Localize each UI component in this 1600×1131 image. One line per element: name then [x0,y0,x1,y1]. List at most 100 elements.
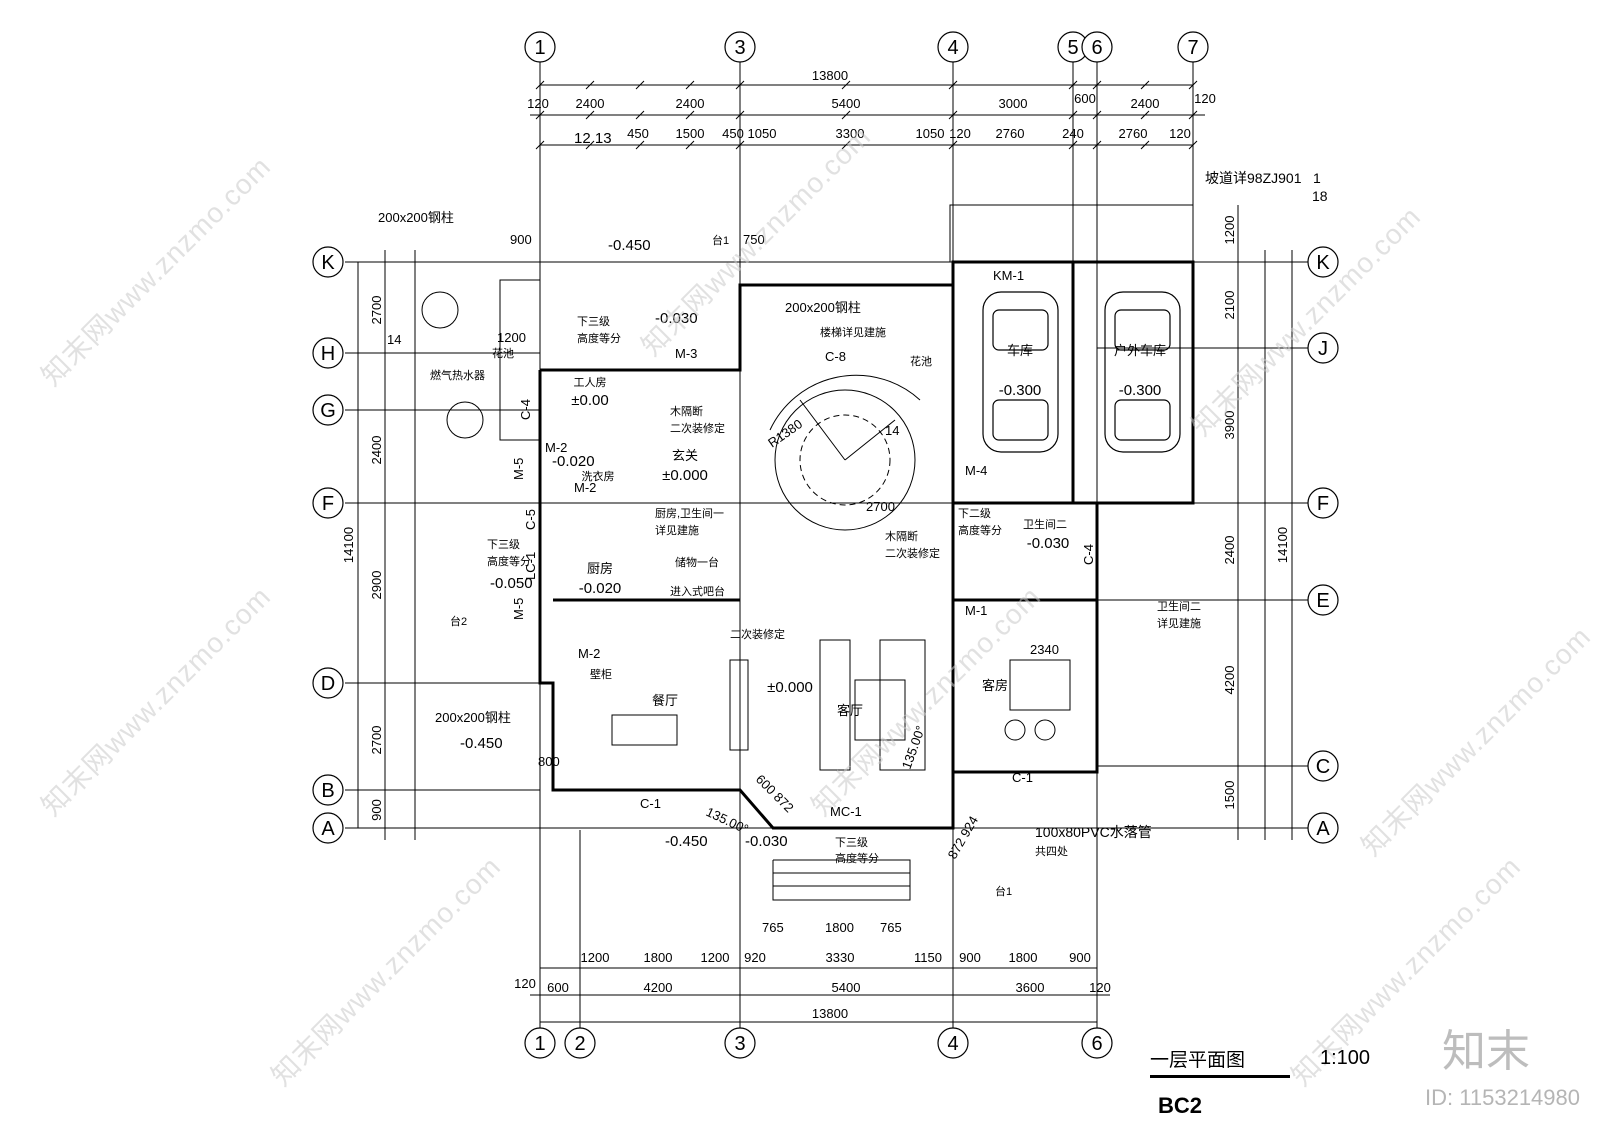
dim-tick [635,80,645,90]
axis-left-A-label: A [321,818,335,840]
dim-tick [635,110,645,120]
dim-right-6: 1500 [1222,781,1237,810]
axis-top-4-label: 4 [947,37,958,59]
dim-top2-7: 120 [949,126,971,141]
watermark-id: ID: 1153214980 [1425,1085,1580,1110]
dim-top-4: 5400 [832,96,861,111]
label-two-steps-b: 高度等分 [958,523,1002,537]
room-foyer-level: ±0.000 [662,467,708,484]
axis-bottom-6-label: 6 [1091,1033,1102,1055]
dim-bot-8: 1800 [1009,950,1038,965]
label-pipe2: 共四处 [1035,845,1068,858]
door-m1: M-1 [965,603,987,618]
axis-right-C-circle [1307,750,1339,782]
drawing-scale: 1:100 [1320,1047,1371,1069]
dim-tick [1140,80,1150,90]
dim-top-8: 120 [1194,91,1216,106]
room-outdoor-level: -0.300 [1119,382,1162,399]
level-neg030-2: -0.030 [745,833,788,850]
label-planter-2: 花池 [910,355,932,368]
axis-left-F-label: F [322,493,334,515]
window-c1a: C-1 [640,796,661,811]
dim-bot2-2: 600 [547,980,569,995]
room-kitchen: 厨房 [587,561,613,576]
door-m5a: M-5 [511,458,526,480]
label-bar: 进入式吧台 [670,584,725,598]
room-guest: 客房 [982,678,1008,693]
dim-tick [1140,110,1150,120]
door-m2a: M-2 [545,440,567,455]
misc-1213: 12 13 [574,130,612,147]
level-neg450-1: -0.450 [608,237,651,254]
dim-tick [685,110,695,120]
label-three-steps-2b: 高度等分 [487,554,531,568]
dim-tick [948,140,958,150]
dim-tick [1188,110,1198,120]
room-foyer: 玄关 [672,448,698,463]
dim-right-1: 1200 [1222,216,1237,245]
dim-tick [585,80,595,90]
window-c4b: C-4 [1081,544,1096,565]
label-two-steps: 下二级 [958,507,991,520]
dim-left-2: 2400 [369,436,384,465]
drawing-title: 一层平面图 [1150,1049,1246,1071]
misc-2340: 2340 [1030,642,1059,657]
label-three-steps-3: 下三级 [835,836,868,849]
dim-top2-3: 450 [722,126,744,141]
dim-bot-total: 13800 [812,1006,848,1021]
sheet-code: BC2 [1158,1093,1203,1118]
room-kitchen-level: -0.020 [579,580,622,597]
label-planter-1: 花池 [492,347,514,360]
axis-left-H-circle [312,337,344,369]
misc-1800: 1800 [825,920,854,935]
axis-right-F-circle [1307,487,1339,519]
axis-left-K-label: K [321,252,335,274]
misc-2700: 2700 [866,499,895,514]
label-cabinet: 壁柜 [590,667,612,681]
label-three-steps-3b: 高度等分 [835,851,879,865]
label-wood-partition-2: 木隔断 [885,529,918,543]
door-m4: M-4 [965,463,987,478]
dim-tick [1092,80,1102,90]
room-living-level: ±0.000 [767,679,813,696]
axis-top-6-label: 6 [1091,37,1102,59]
dim-tick [948,110,958,120]
dim-top2-5: 3300 [836,126,865,141]
axis-top-1-circle [524,31,556,63]
dim-bot-3: 1200 [701,950,730,965]
axis-left-A-circle [312,812,344,844]
misc-1200: 1200 [497,330,526,345]
dim-right-5: 4200 [1222,666,1237,695]
misc-900: 900 [510,232,532,247]
dim-tick [1092,110,1102,120]
dim-bot2-1: 120 [514,976,536,991]
axis-right-J-label: J [1318,338,1328,360]
axis-left-K-circle [312,246,344,278]
axis-top-1-label: 1 [534,37,545,59]
dim-bot-6: 1150 [914,950,942,965]
level-neg030-1: -0.030 [655,310,698,327]
dim-tick [735,140,745,150]
label-three-steps-2: 下三级 [487,538,520,551]
label-bath2-note2: 详见建施 [1157,616,1201,630]
dim-top-total: 13800 [812,68,848,83]
dim-tick [841,140,851,150]
level-neg450-3: -0.450 [665,833,708,850]
misc-800: 800 [538,754,560,769]
dim-bot2-6: 120 [1089,980,1111,995]
window-lc1: LC-1 [523,552,538,580]
label-steel-col-3: 200x200钢柱 [435,710,511,725]
room-garage: 车库 [1007,343,1033,358]
misc-765b: 765 [880,920,902,935]
dim-tick [585,110,595,120]
dim-tick [535,110,545,120]
dim-tick [535,140,545,150]
label-steel-col-1: 200x200钢柱 [378,210,454,225]
label-bath2-note: 卫生间二 [1157,599,1201,613]
axis-bottom-1-label: 1 [534,1033,545,1055]
door-m2b: M-2 [574,480,596,495]
dim-tick [841,80,851,90]
dim-tick [1092,140,1102,150]
dim-top-3: 2400 [676,96,705,111]
dim-bot-7: 900 [959,950,981,965]
